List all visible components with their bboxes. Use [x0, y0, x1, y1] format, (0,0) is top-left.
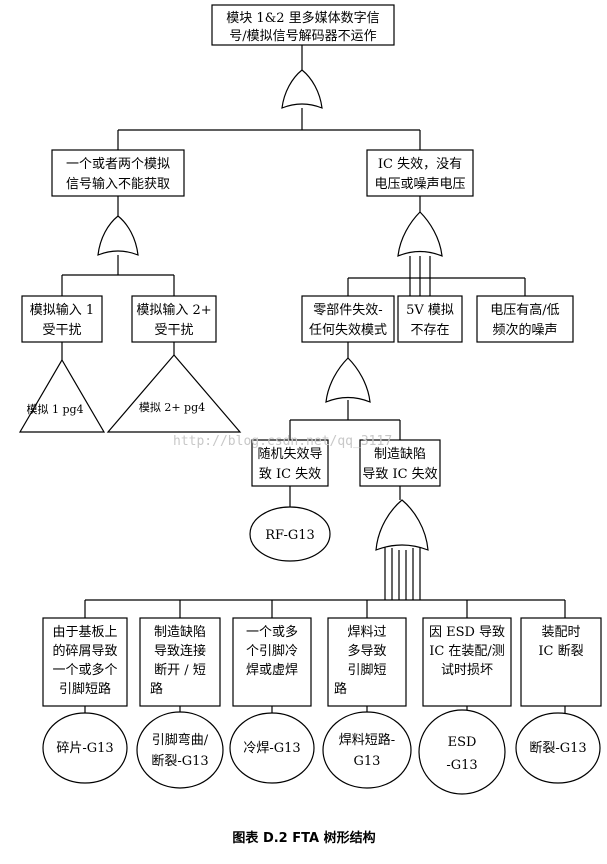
svg-text:模拟输入 2+: 模拟输入 2+ [136, 302, 211, 318]
svg-text:零部件失效-: 零部件失效- [313, 303, 382, 318]
event-esd-damage: 因 ESD 导致 IC 在装配/测 试时损坏 [422, 617, 512, 707]
basic-event-cold-joint: 冷焊-G13 [229, 712, 315, 784]
or-gate-parts [325, 357, 371, 403]
event-cold-joint: 一个或多 个引脚冷 焊或虚焊 [232, 617, 312, 707]
svg-text:断裂-G13: 断裂-G13 [529, 741, 586, 756]
svg-text:一个或者两个模拟: 一个或者两个模拟 [66, 157, 170, 172]
svg-text:5V 模拟: 5V 模拟 [406, 303, 454, 318]
event-parts-fail: 零部件失效- 任何失效模式 [301, 295, 395, 343]
event-ic-fail: IC 失效，没有 电压或噪声电压 [366, 149, 474, 197]
watermark: http://blog.csdn.net/qq_3117 [173, 434, 392, 449]
or-gate-top [281, 69, 323, 109]
svg-text:模拟 2+ pg4: 模拟 2+ pg4 [139, 400, 205, 414]
event-substrate-debris: 由于基板上 的碎屑导致 一个或多个 引脚短路 [42, 617, 128, 707]
event-noise: 电压有高/低 频次的噪声 [476, 295, 574, 343]
svg-text:引脚短: 引脚短 [347, 662, 386, 678]
basic-event-pin-bend: 引脚弯曲/ 断裂-G13 [136, 711, 224, 789]
svg-text:一个或多个: 一个或多个 [52, 662, 117, 678]
or-gate-ic [397, 211, 443, 257]
event-mfg-open-short: 制造缺陷 导致连接 断开 / 短 路 [139, 617, 221, 707]
event-analog-inputs: 一个或者两个模拟 信号输入不能获取 [51, 149, 185, 197]
svg-text:受干扰: 受干扰 [42, 323, 81, 338]
svg-text:路: 路 [334, 681, 347, 697]
svg-text:频次的噪声: 频次的噪声 [492, 322, 557, 338]
or-gate-analog [97, 215, 139, 256]
connector-lines [61, 45, 566, 714]
event-analog1: 模拟输入 1 受干扰 [21, 295, 103, 343]
svg-text:多导致: 多导致 [347, 643, 386, 659]
event-solder-excess: 焊料过 多导致 引脚短 路 [327, 617, 407, 707]
svg-text:路: 路 [150, 681, 163, 697]
svg-text:制造缺陷: 制造缺陷 [374, 447, 426, 462]
svg-text:焊或虚焊: 焊或虚焊 [246, 662, 298, 678]
svg-text:-G13: -G13 [446, 758, 477, 773]
svg-text:RF-G13: RF-G13 [265, 528, 315, 543]
svg-text:G13: G13 [354, 754, 381, 769]
svg-text:个引脚冷: 个引脚冷 [246, 643, 298, 659]
svg-text:IC 在装配/测: IC 在装配/测 [429, 644, 505, 659]
svg-text:引脚短路: 引脚短路 [59, 681, 111, 697]
svg-text:号/模拟信号解码器不运作: 号/模拟信号解码器不运作 [229, 29, 376, 44]
svg-text:碎片-G13: 碎片-G13 [56, 741, 113, 756]
svg-text:IC 失效，没有: IC 失效，没有 [378, 157, 462, 172]
svg-text:制造缺陷: 制造缺陷 [154, 625, 206, 640]
svg-text:ESD: ESD [448, 735, 477, 750]
svg-text:导致 IC 失效: 导致 IC 失效 [362, 467, 437, 482]
svg-text:试时损坏: 试时损坏 [441, 663, 493, 678]
or-gate-mfg [375, 499, 429, 551]
event-mfg-defect: 制造缺陷 导致 IC 失效 [359, 439, 441, 487]
svg-text:模拟 1 pg4: 模拟 1 pg4 [26, 402, 83, 416]
svg-text:的碎屑导致: 的碎屑导致 [52, 643, 117, 659]
transfer-analog2: 模拟 2+ pg4 [106, 354, 242, 433]
basic-event-rf: RF-G13 [249, 506, 331, 562]
basic-event-solder-short: 焊料短路- G13 [322, 711, 412, 789]
svg-text:随机失效导: 随机失效导 [257, 447, 322, 462]
basic-event-debris: 碎片-G13 [42, 712, 128, 784]
event-analog2: 模拟输入 2+ 受干扰 [131, 295, 217, 343]
event-no-5v: 5V 模拟 不存在 [397, 295, 463, 343]
basic-event-esd: ESD -G13 [418, 709, 506, 795]
svg-text:冷焊-G13: 冷焊-G13 [243, 740, 300, 756]
svg-text:IC 断裂: IC 断裂 [538, 644, 583, 659]
event-top: 模块 1&2 里多媒体数字信 号/模拟信号解码器不运作 [211, 4, 395, 46]
svg-text:电压或噪声电压: 电压或噪声电压 [374, 177, 465, 192]
svg-text:致 IC 失效: 致 IC 失效 [259, 467, 321, 482]
svg-text:模块 1&2 里多媒体数字信: 模块 1&2 里多媒体数字信 [226, 10, 379, 26]
svg-text:焊料短路-: 焊料短路- [339, 732, 395, 748]
svg-text:装配时: 装配时 [541, 625, 580, 640]
svg-text:任何失效模式: 任何失效模式 [309, 322, 387, 338]
svg-text:因 ESD 导致: 因 ESD 导致 [429, 625, 505, 640]
svg-text:引脚弯曲/: 引脚弯曲/ [152, 732, 209, 748]
basic-event-break: 断裂-G13 [515, 712, 601, 784]
figure-caption: 图表 D.2 FTA 树形结构 [232, 830, 375, 846]
transfer-analog1: 模拟 1 pg4 [18, 358, 106, 433]
svg-text:焊料过: 焊料过 [347, 624, 386, 640]
svg-text:信号输入不能获取: 信号输入不能获取 [66, 176, 170, 192]
svg-text:断开 / 短: 断开 / 短 [154, 663, 206, 678]
svg-text:受干扰: 受干扰 [154, 323, 193, 338]
svg-text:断裂-G13: 断裂-G13 [151, 754, 208, 769]
svg-text:由于基板上: 由于基板上 [52, 625, 117, 640]
svg-text:不存在: 不存在 [410, 323, 449, 338]
svg-text:模拟输入 1: 模拟输入 1 [30, 302, 94, 318]
svg-text:电压有高/低: 电压有高/低 [490, 302, 559, 318]
svg-text:一个或多: 一个或多 [246, 624, 298, 640]
event-random-fail: 随机失效导 致 IC 失效 [251, 439, 329, 487]
svg-text:导致连接: 导致连接 [154, 643, 206, 659]
event-assembly-break: 装配时 IC 断裂 [520, 617, 602, 707]
